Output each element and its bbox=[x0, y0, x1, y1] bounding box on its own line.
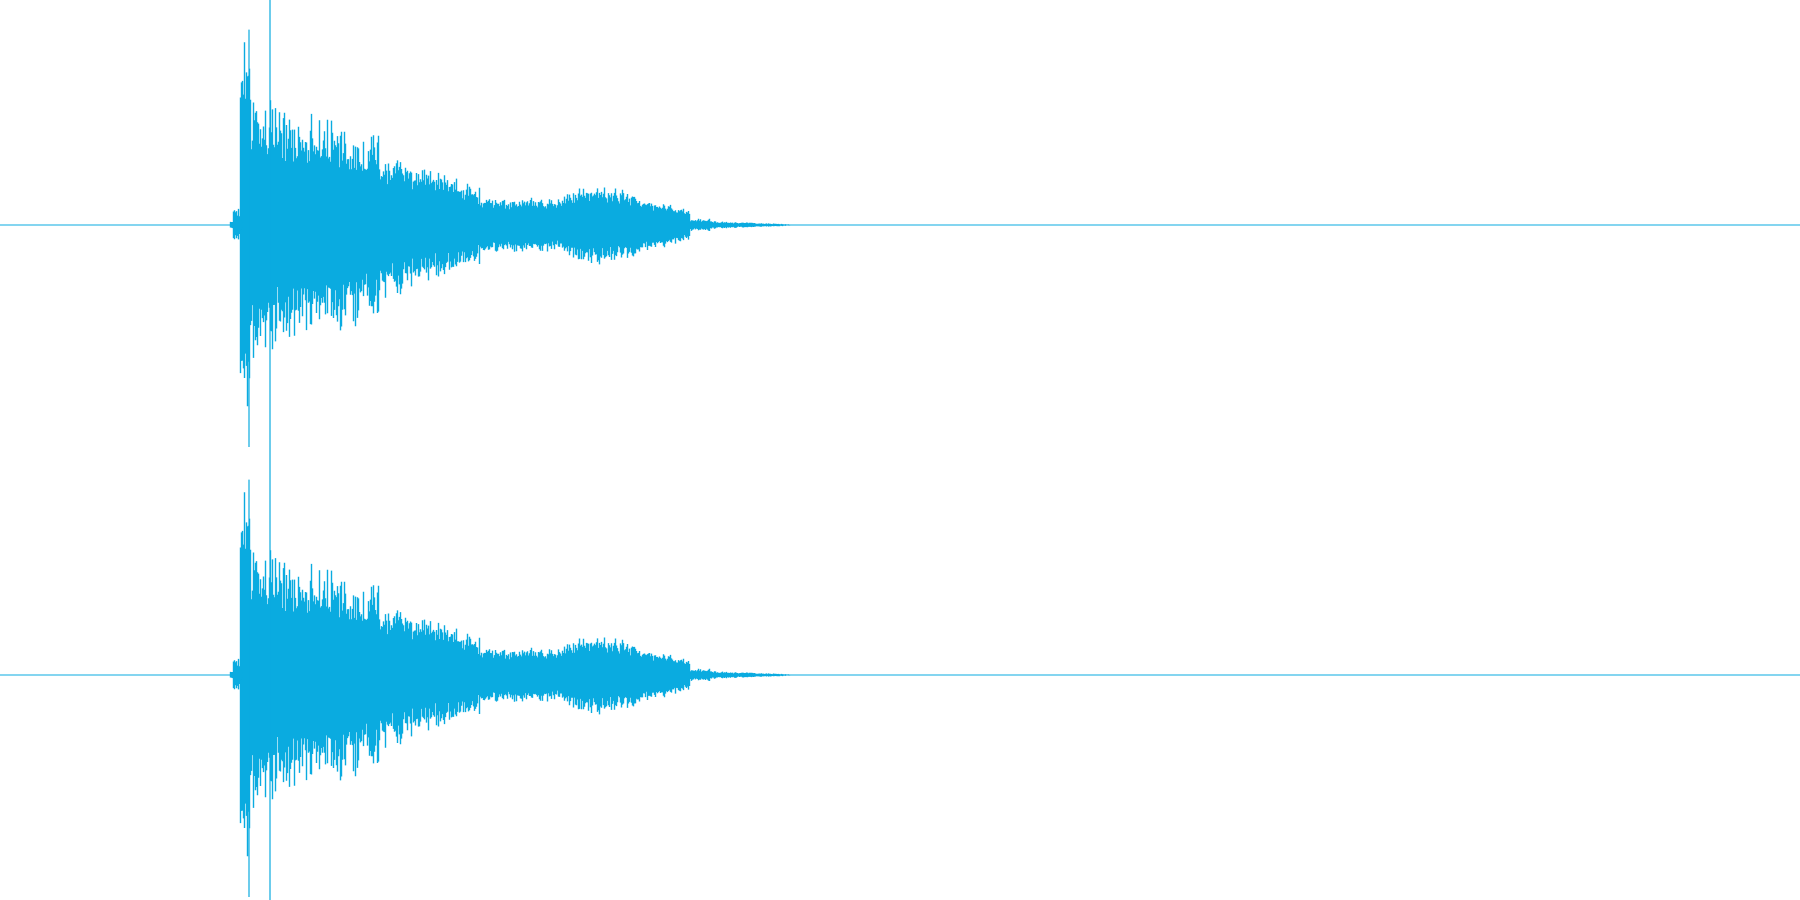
channel-2-track[interactable] bbox=[0, 450, 1800, 900]
channel-1-preclick bbox=[235, 219, 243, 231]
channel-1-waveform bbox=[229, 42, 791, 407]
channel-2-preclick bbox=[235, 669, 243, 681]
channel-1-track[interactable] bbox=[0, 0, 1800, 450]
channel-2-waveform bbox=[229, 492, 791, 857]
